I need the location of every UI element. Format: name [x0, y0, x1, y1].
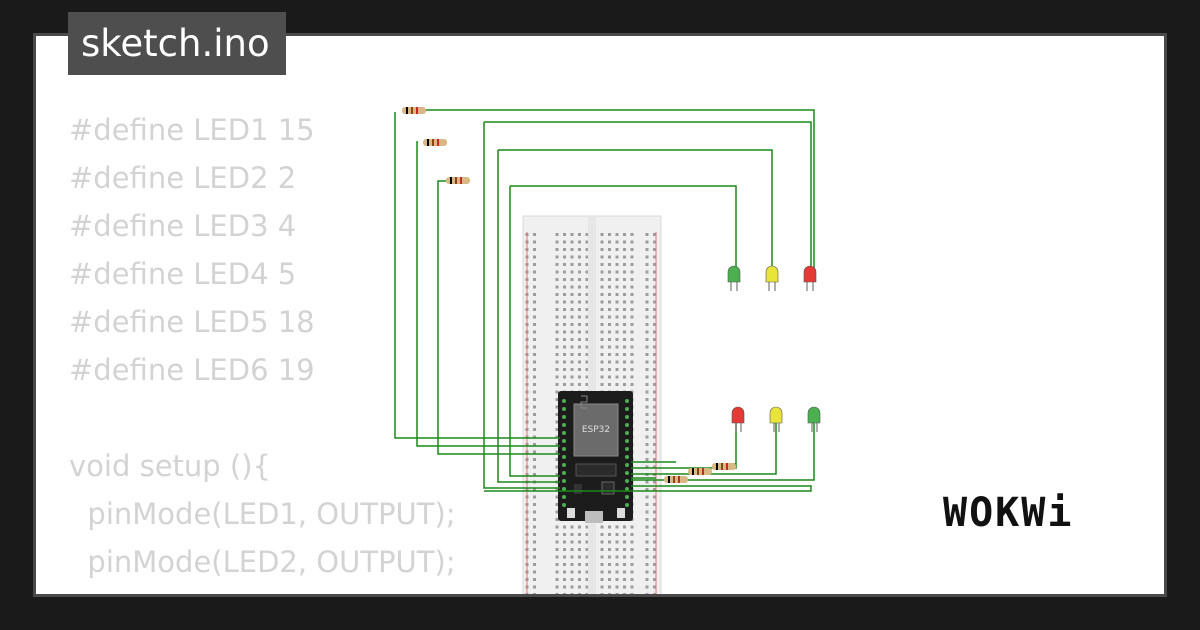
resistor	[423, 139, 447, 146]
resistor	[446, 177, 470, 184]
code-line: void setup (){	[69, 449, 271, 483]
led-body	[769, 406, 783, 424]
led-body	[727, 265, 741, 283]
led-bottom-3	[807, 406, 821, 432]
preview-card: #define LED1 15 #define LED2 2 #define L…	[33, 33, 1167, 597]
led-top-1	[727, 265, 741, 291]
code-line: #define LED6 19	[69, 353, 315, 387]
file-tab[interactable]: sketch.ino	[68, 12, 286, 75]
wires	[394, 109, 815, 492]
code-line: #define LED5 18	[69, 305, 315, 339]
code-line: #define LED4 5	[69, 257, 297, 291]
led-bottom-1	[731, 406, 745, 432]
led-body	[731, 406, 745, 424]
code-line: #define LED1 15	[69, 113, 315, 147]
resistor	[664, 476, 688, 483]
resistor	[402, 107, 426, 114]
code-preview: #define LED1 15 #define LED2 2 #define L…	[69, 106, 456, 594]
led-bottom-2	[769, 406, 783, 432]
esp32-label: ESP32	[582, 425, 610, 435]
esp32-board: ESP32	[558, 391, 633, 523]
code-line: pinMode(LED2, OUTPUT);	[69, 545, 456, 579]
code-line: pinMode(LED3, OUTPUT);	[69, 586, 455, 594]
led-body	[807, 406, 821, 424]
code-line: #define LED2 2	[69, 161, 297, 195]
led-body	[803, 265, 817, 283]
code-line: pinMode(LED1, OUTPUT);	[69, 497, 456, 531]
code-line: #define LED3 4	[69, 209, 297, 243]
led-body	[765, 265, 779, 283]
led-top-2	[765, 265, 779, 291]
resistor	[688, 468, 712, 475]
resistor	[712, 463, 736, 470]
led-top-3	[803, 265, 817, 291]
wokwi-logo: WOKWi	[943, 490, 1074, 536]
circuit-diagram: ESP32	[394, 107, 821, 594]
